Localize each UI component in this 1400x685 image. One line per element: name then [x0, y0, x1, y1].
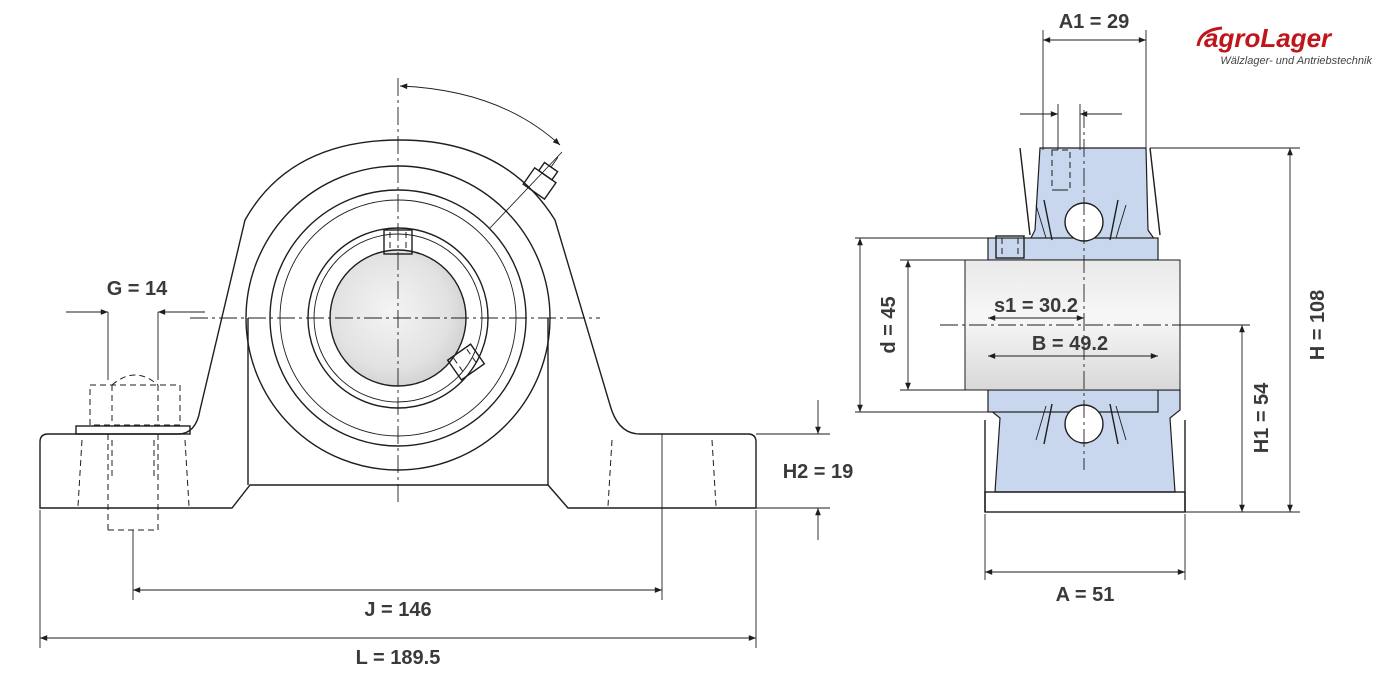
side-set-screw: [995, 235, 1025, 259]
logo-tagline: Wälzlager- und Antriebstechnik: [1220, 55, 1372, 67]
logo-brand-part1: agro: [1204, 23, 1260, 53]
brand-logo: agroLager Wälzlager- und Antriebstechnik: [1196, 23, 1372, 67]
bearing-inner-ring-top: [987, 237, 1159, 261]
angle-arc: [399, 83, 561, 146]
logo-swoosh-icon: [1196, 26, 1223, 47]
dim-label-A1: A1 = 29: [1059, 11, 1130, 33]
housing-base: [984, 491, 1186, 513]
front-view: G = 14 H2 = 19 J = 146 L = 189.5: [39, 78, 854, 669]
mounting-bolt: [75, 374, 191, 531]
side-view: A1 = 29 d = 45 s1 = 30.2 B = 49.2 H = 10…: [855, 11, 1329, 606]
set-screw-side: [446, 343, 486, 381]
dim-label-H: H = 108: [1307, 290, 1329, 361]
logo-brand-part2: Lager: [1260, 23, 1333, 53]
dim-label-L: L = 189.5: [356, 647, 441, 669]
dim-label-H2: H2 = 19: [783, 461, 854, 483]
dim-label-s1: s1 = 30.2: [994, 295, 1078, 317]
dim-label-B: B = 49.2: [1032, 333, 1108, 355]
dim-label-A: A = 51: [1056, 584, 1115, 606]
dim-label-d: d = 45: [878, 296, 900, 353]
logo-brand: agroLager: [1204, 23, 1333, 53]
dim-label-G: G = 14: [107, 278, 168, 300]
dim-label-J: J = 146: [364, 599, 431, 621]
dim-label-H1: H1 = 54: [1251, 382, 1273, 453]
grease-nipple: [522, 156, 559, 201]
